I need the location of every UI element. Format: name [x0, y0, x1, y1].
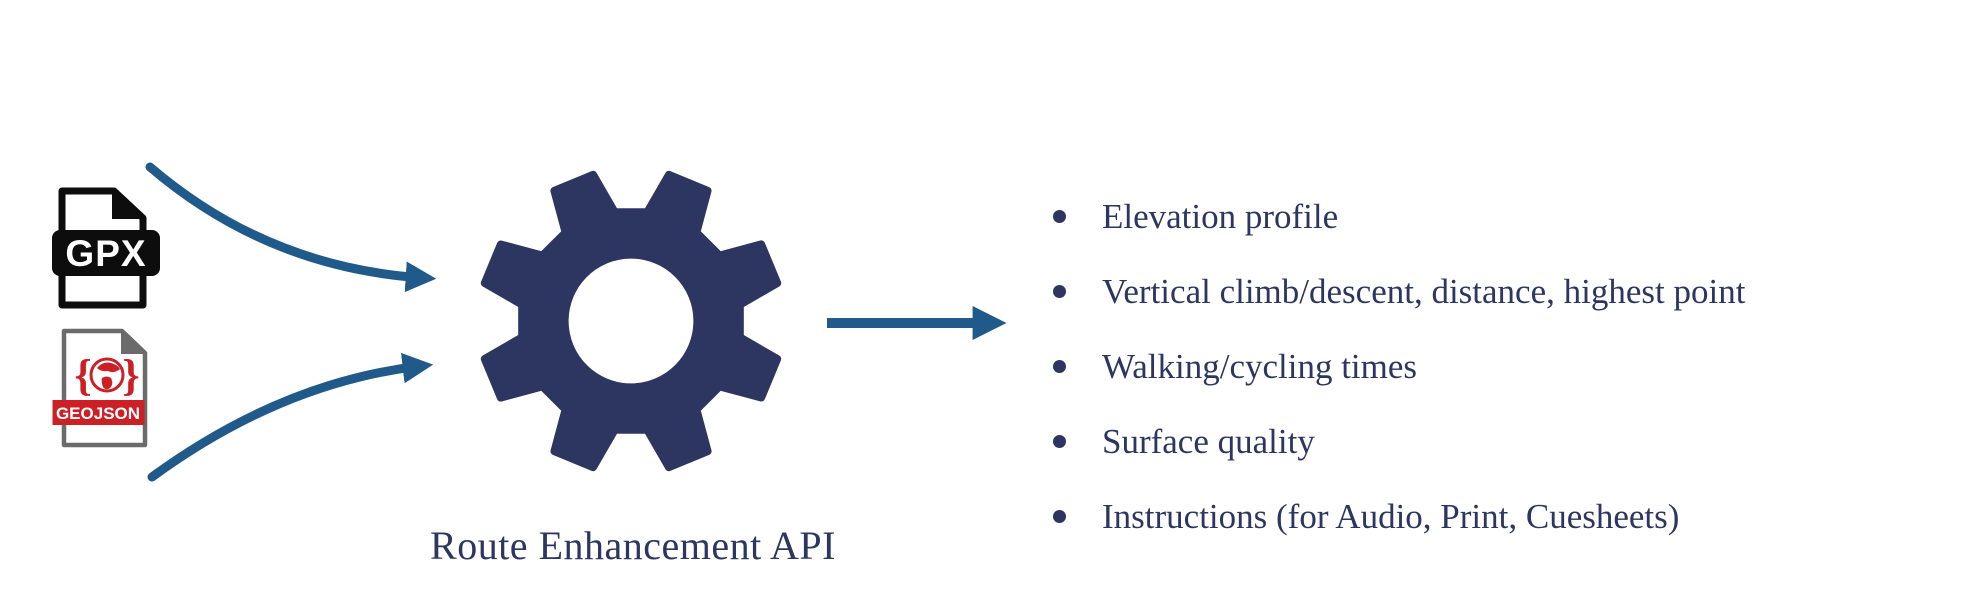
list-item-label: Walking/cycling times [1102, 346, 1418, 386]
list-item: Instructions (for Audio, Print, Cuesheet… [1053, 479, 1745, 554]
gear-icon [480, 170, 782, 472]
geojson-file-fold [121, 330, 146, 354]
processor-label: Route Enhancement API [430, 523, 836, 568]
bullet-icon [1053, 360, 1066, 373]
bullet-icon [1053, 435, 1066, 448]
gpx-label: GPX [65, 233, 146, 274]
geojson-label: GEOJSON [56, 404, 140, 423]
list-item: Elevation profile [1053, 179, 1745, 254]
bullet-icon [1053, 510, 1066, 523]
gpx-file-fold [112, 190, 144, 219]
geojson-band [52, 400, 145, 425]
bullet-icon [1053, 210, 1066, 223]
gpx-to-api-arrow [145, 162, 437, 293]
list-item: Vertical climb/descent, distance, highes… [1053, 254, 1745, 329]
list-item: Walking/cycling times [1053, 329, 1745, 404]
list-item: Surface quality [1053, 404, 1745, 479]
geojson-brace-right: } [122, 351, 139, 400]
bullet-icon [1053, 285, 1066, 298]
geojson-brace-left: { [74, 351, 91, 400]
list-item-label: Surface quality [1102, 421, 1315, 461]
outputs-list: Elevation profile Vertical climb/descent… [1053, 179, 1745, 554]
list-item-label: Elevation profile [1102, 196, 1339, 236]
list-item-label: Vertical climb/descent, distance, highes… [1102, 271, 1746, 311]
globe-icon [89, 357, 125, 393]
gpx-band [52, 230, 160, 276]
list-item-label: Instructions (for Audio, Print, Cuesheet… [1102, 496, 1680, 536]
geojson-file-icon: { } GEOJSON [52, 328, 148, 448]
gpx-file-icon: GPX [52, 187, 160, 309]
geojson-to-api-arrow [147, 352, 434, 482]
